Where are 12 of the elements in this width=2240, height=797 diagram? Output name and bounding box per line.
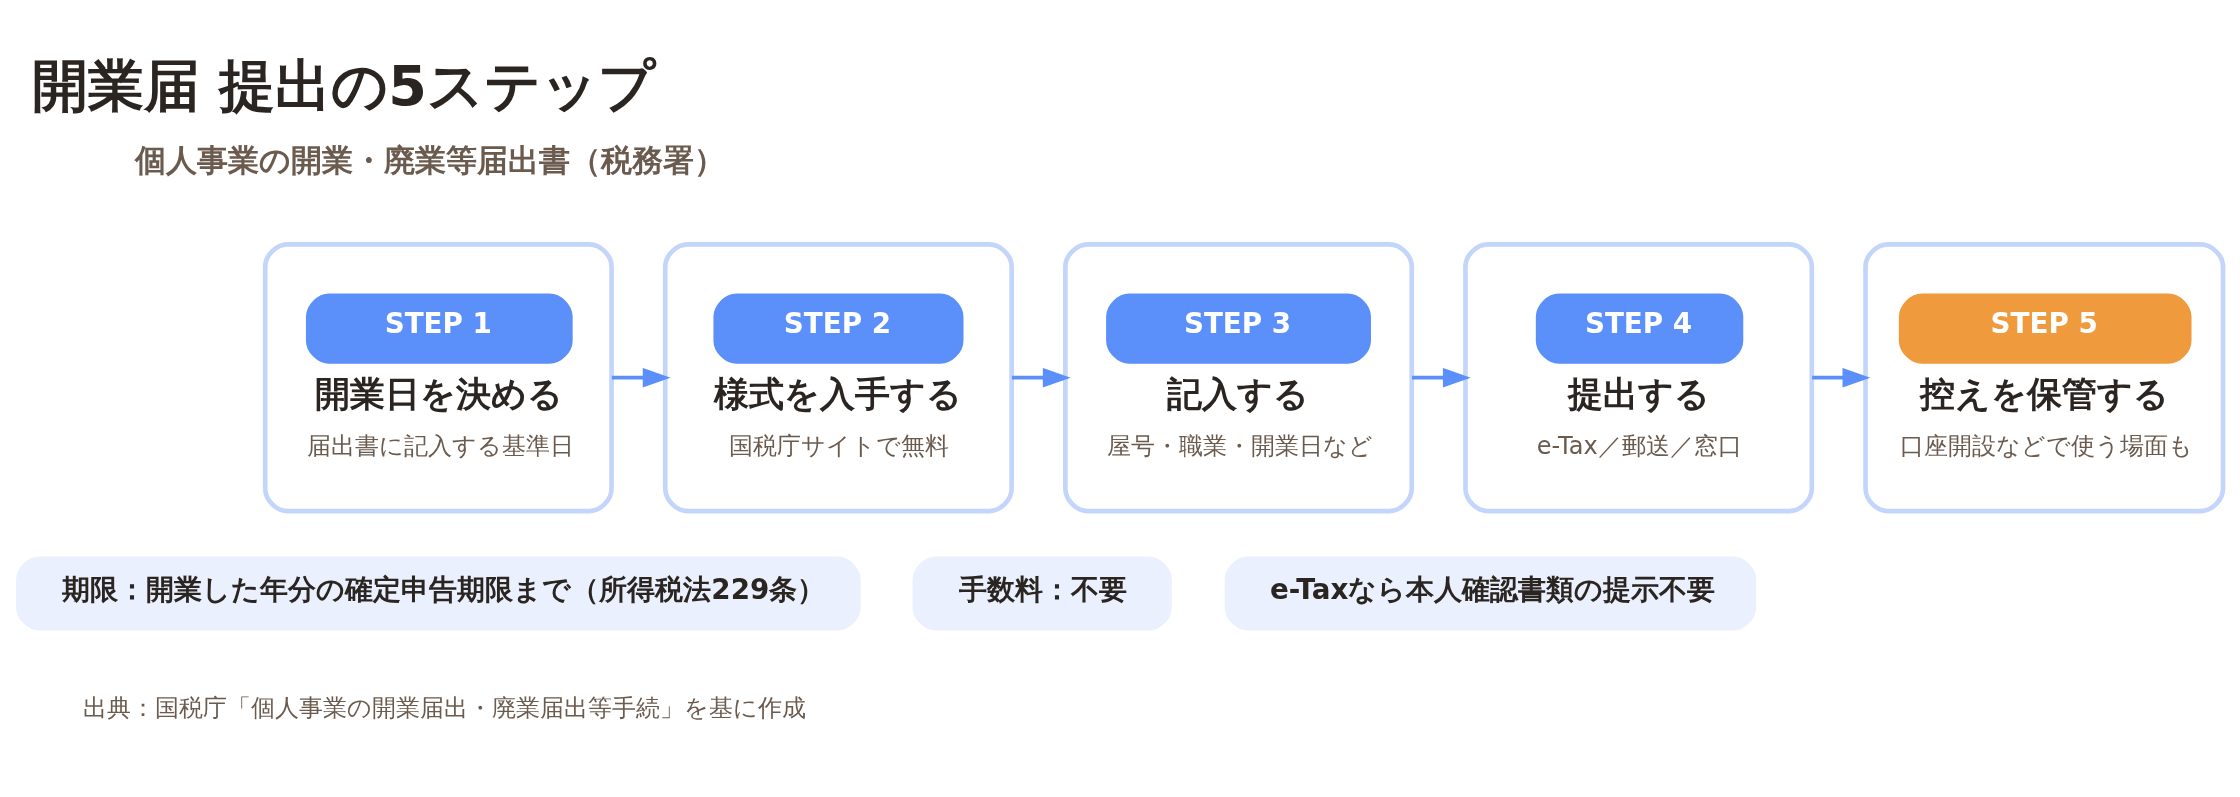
node-box: STEP 1 開業日を決める 届出書に記入する基準日: [262, 241, 614, 513]
node-box: STEP 2 様式を入手する 国税庁サイトで無料: [662, 241, 1014, 513]
node-box: STEP 4 提出する e-Tax／郵送／窓口: [1463, 241, 1815, 513]
node-box: STEP 3 記入する 屋号・職業・開業日など: [1063, 241, 1415, 513]
arrow: [611, 367, 671, 387]
label: 個人事業の開業・廃業等届出書（税務署）: [134, 141, 725, 178]
node-box: STEP 5 控えを保管する 口座開設などで使う場面も: [1863, 241, 2226, 513]
arrow: [1011, 367, 1071, 387]
diagram-title: 開業届 提出の5ステップ: [31, 52, 655, 118]
arrow: [1812, 367, 1871, 387]
caption: 出典：国税庁「個人事業の開業届出・廃業届出等手続」を基に作成: [82, 693, 806, 722]
arrow: [1412, 367, 1471, 387]
